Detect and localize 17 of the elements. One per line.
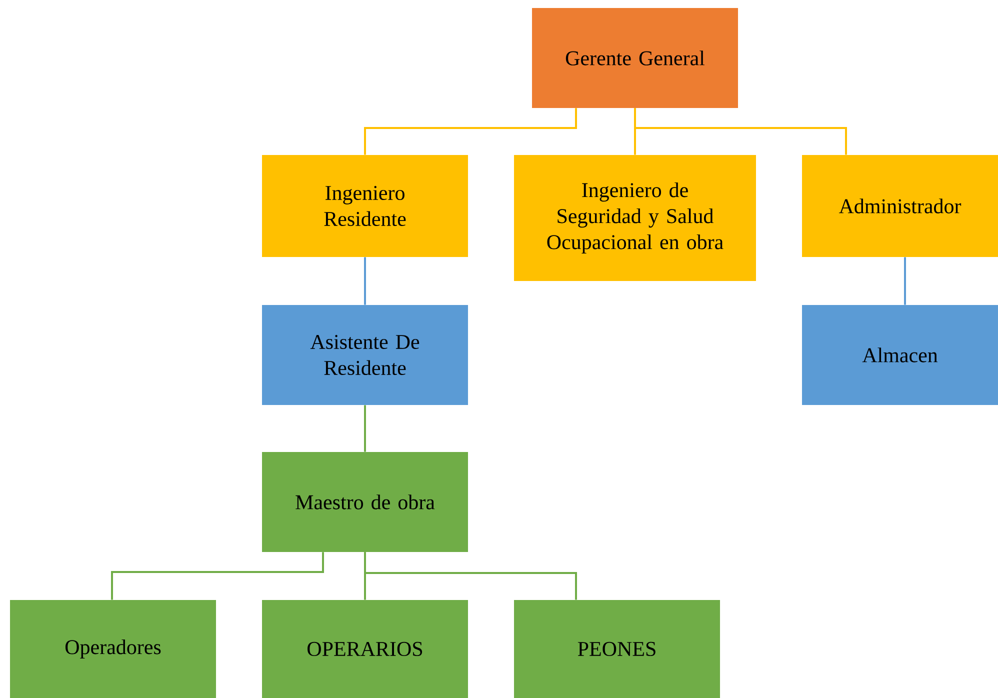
connector-line — [634, 108, 847, 155]
org-box: Gerente General — [532, 8, 738, 108]
org-box: Ingeniero Residente — [262, 154, 468, 257]
org-box: OPERARIOS — [262, 600, 468, 698]
org-box: Ingeniero de Seguridad y Salud Ocupacional en obra — [514, 154, 756, 281]
org-box: Asistente De Residente — [262, 304, 468, 405]
org-box: PEONES — [514, 600, 720, 698]
connector-line — [364, 552, 577, 600]
connector-line — [364, 257, 366, 305]
connector-line — [364, 405, 366, 452]
org-box: Administrador — [802, 154, 998, 257]
org-box: Operadores — [10, 600, 216, 698]
org-box: Almacen — [802, 304, 998, 405]
org-box: Maestro de obra — [262, 452, 468, 552]
connector-line — [904, 257, 906, 305]
connector-line — [111, 552, 324, 600]
connector-line — [364, 108, 577, 155]
